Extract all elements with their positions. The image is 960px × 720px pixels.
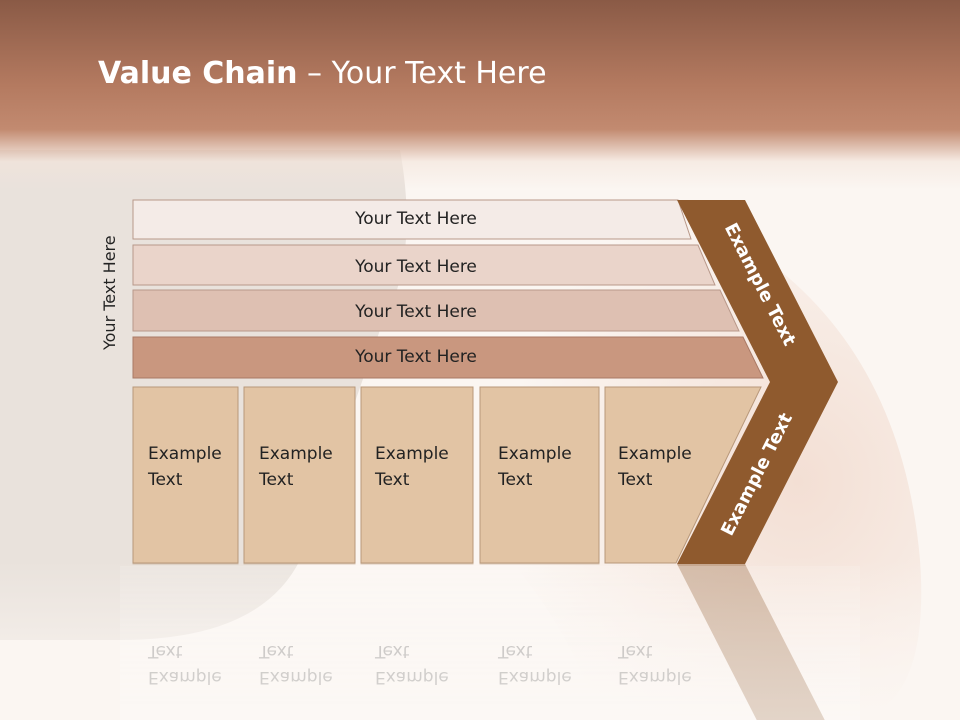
chevron-shape	[677, 200, 838, 564]
column-text-4a: Example	[498, 444, 572, 464]
row-label-3: Your Text Here	[354, 302, 477, 322]
column-box-3	[360, 386, 474, 564]
row-label-2: Your Text Here	[354, 257, 477, 277]
column-text-1a: Example	[148, 444, 222, 464]
column-text-4b: Text	[497, 470, 533, 490]
column-box-5	[604, 386, 762, 564]
row-shape-1	[132, 199, 692, 240]
column-box-2	[243, 386, 356, 564]
row-shape-4	[132, 336, 764, 379]
reflection-fade	[120, 566, 860, 720]
column-box-4	[479, 386, 600, 564]
row-label-1: Your Text Here	[354, 209, 477, 229]
header-band	[0, 0, 960, 190]
row-shape-3	[132, 289, 740, 332]
column-text-3a: Example	[375, 444, 449, 464]
column-text-1b: Text	[147, 470, 183, 490]
rows-group: Your Text Here Your Text Here Your Text …	[132, 199, 764, 379]
column-text-5a: Example	[618, 444, 692, 464]
column-text-2b: Text	[258, 470, 294, 490]
column-text-3b: Text	[374, 470, 410, 490]
slide-title: Value Chain – Your Text Here	[98, 56, 547, 91]
title-rest: – Your Text Here	[297, 56, 547, 91]
row-label-4: Your Text Here	[354, 347, 477, 367]
column-box-1	[132, 386, 239, 564]
column-text-5b: Text	[617, 470, 653, 490]
row-shape-2	[132, 244, 716, 286]
column-text-2a: Example	[259, 444, 333, 464]
columns-group: Example Text Example Text Example Text E…	[132, 386, 762, 564]
title-bold: Value Chain	[98, 56, 298, 91]
